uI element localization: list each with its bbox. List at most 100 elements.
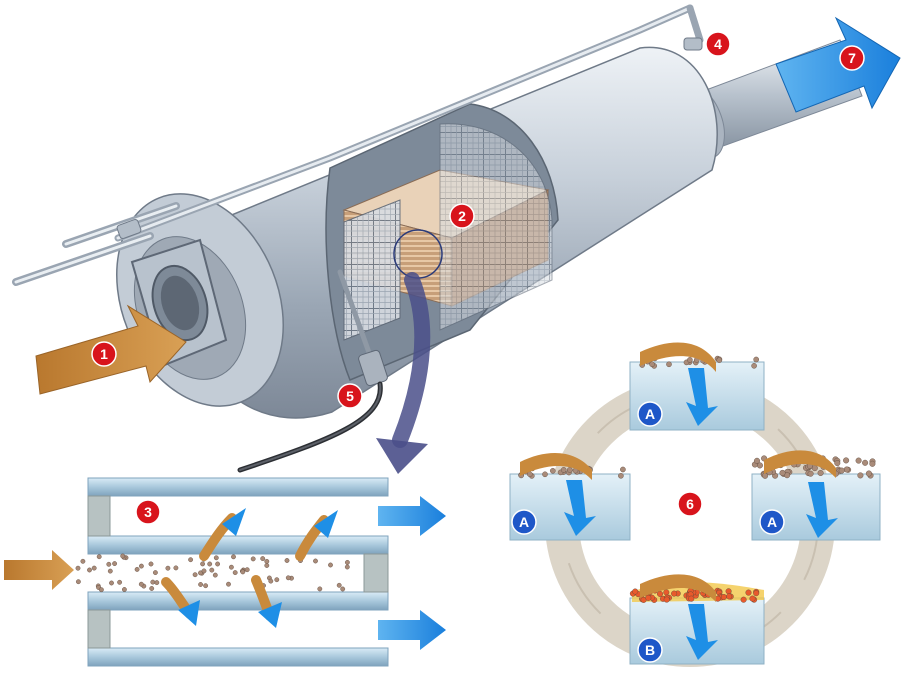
soot-particle [560,467,567,473]
marker-7: 7 [839,45,865,71]
soot-particle [740,596,747,603]
marker-a-top: A [637,401,663,427]
outflow-arrow-bottom [378,610,446,650]
soot-particle [779,469,786,476]
soot-particle [188,557,194,563]
svg-text:7: 7 [848,50,856,66]
filter-block-right [751,450,881,541]
soot-particle [618,472,624,479]
marker-a-right: A [759,509,785,535]
marker-a-left: A [511,509,537,535]
soot-particle [120,553,126,559]
regeneration-cycle [509,342,881,667]
soot-particle [244,567,250,573]
marker-b-bottom: B [637,637,663,663]
soot-particle [328,562,333,568]
soot-particle [112,561,118,566]
marker-4: 4 [705,31,731,57]
soot-particle [264,563,270,568]
soot-particle [150,579,156,585]
soot-particle [745,589,752,596]
soot-particle [857,472,864,479]
soot-particle [284,558,290,563]
soot-particle [649,361,655,368]
soot-particle [862,459,869,466]
marker-3: 3 [135,499,161,525]
outflow-arrow-top [378,496,446,536]
soot-particle [109,580,114,586]
soot-particle [542,471,548,478]
inflow-arrow [4,550,74,590]
soot-particle [663,589,670,596]
soot-particle [567,467,573,473]
filter-core [342,123,553,341]
filter-block-left [509,452,631,541]
soot-particle [843,457,850,464]
soot-particle [148,561,154,567]
channel-cross-section [4,477,446,667]
soot-particle [232,570,238,575]
filter-block-bottom [629,574,765,665]
soot-particle [122,587,127,592]
soot-particle [834,460,841,467]
soot-particle [687,357,693,363]
svg-text:A: A [645,406,655,422]
svg-text:2: 2 [458,208,466,224]
soot-particle [240,569,246,575]
soot-particle [138,581,144,587]
soot-particle [869,460,876,467]
soot-particle [753,356,760,363]
soot-particle [149,586,155,591]
soot-particle [76,579,81,585]
soot-particle [117,579,123,585]
soot-particle [207,561,213,567]
soot-particle [344,564,350,570]
svg-text:4: 4 [714,36,722,52]
soot-particle [550,467,556,474]
soot-particle [645,594,652,601]
soot-particle [152,570,158,575]
soot-particle [671,590,678,597]
soot-particle [200,561,206,567]
soot-particle [666,361,672,368]
soot-particle [688,595,695,602]
soot-particle [751,362,757,369]
svg-text:5: 5 [346,388,354,404]
soot-particle [212,572,218,578]
soot-particle [134,567,140,572]
soot-particle [720,594,727,601]
marker-2: 2 [449,203,475,229]
soot-particle [855,457,862,464]
soot-particle [87,567,92,573]
soot-particle [203,583,209,589]
blue-arrow-icon [775,16,901,113]
soot-particle [138,563,144,569]
soot-particle [807,470,814,477]
soot-particle [209,567,215,573]
soot-particle [340,586,346,592]
soot-particle [274,577,280,583]
soot-particle [201,568,207,574]
soot-particle [344,560,350,565]
soot-particle [317,586,323,592]
soot-particle [215,561,221,567]
soot-particle [843,466,850,473]
soot-particle [754,457,761,464]
soot-particle [107,568,113,574]
soot-particle [749,595,756,602]
soot-particle [657,590,664,597]
soot-particle [753,590,760,597]
soot-particle [285,575,291,581]
soot-particle [838,467,845,474]
soot-particle [173,565,179,571]
soot-particle [336,582,342,588]
soot-particle [91,565,97,571]
soot-particle [865,470,872,477]
svg-text:A: A [767,514,777,530]
soot-particle [192,572,198,578]
soot-particle [198,582,204,587]
soot-particle [726,593,733,600]
soot-particle [165,565,171,571]
soot-particle [632,588,639,595]
